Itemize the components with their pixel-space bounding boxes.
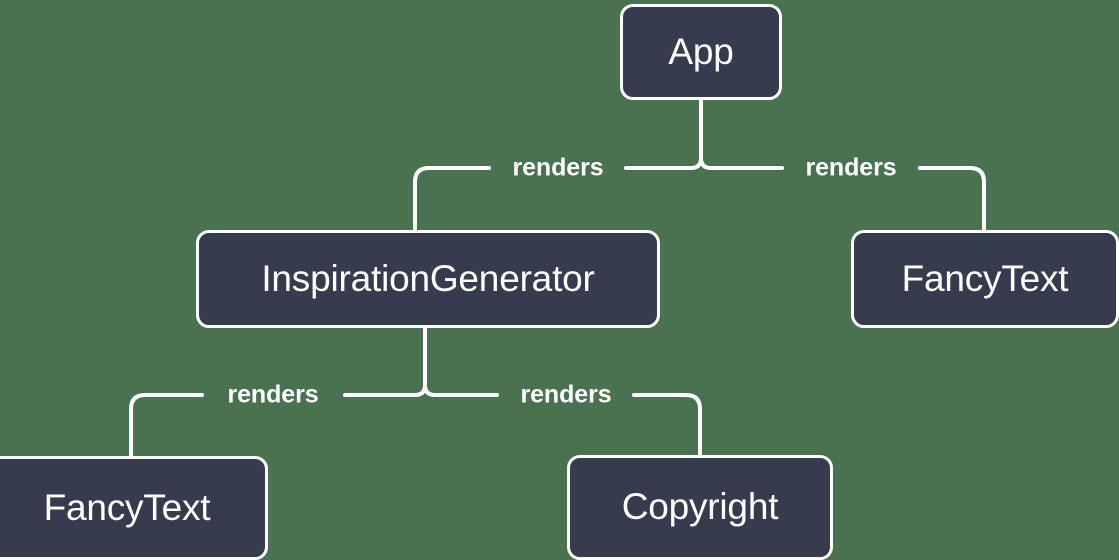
edge-app-to-inspiration-elbow (413, 166, 431, 232)
edge-app-to-fancytext-elbow (968, 166, 986, 232)
edge-inspiration-to-copyright-elbow (684, 393, 702, 457)
node-app-label: App (668, 30, 734, 72)
edge-inspiration-bus-junction (413, 383, 437, 397)
node-inspiration-generator[interactable]: InspirationGenerator (196, 230, 660, 328)
node-app[interactable]: App (620, 4, 782, 100)
edge-label-inspiration-to-fancytext: renders (227, 380, 319, 409)
edge-label-app-to-inspiration: renders (512, 153, 604, 182)
node-inspiration-generator-label: InspirationGenerator (261, 257, 595, 299)
edge-label-app-to-fancytext: renders (805, 153, 897, 182)
node-fancytext-left[interactable]: FancyText (0, 456, 268, 560)
edge-app-bus-junction (689, 156, 713, 170)
node-fancytext-right[interactable]: FancyText (851, 230, 1119, 328)
edge-inspiration-to-fancytext-elbow (129, 393, 147, 458)
node-copyright-label: Copyright (621, 486, 779, 527)
edge-label-inspiration-to-copyright: renders (520, 380, 612, 409)
node-fancytext-right-label: FancyText (901, 257, 1069, 299)
node-copyright[interactable]: Copyright (567, 455, 833, 560)
node-fancytext-left-label: FancyText (43, 486, 211, 528)
